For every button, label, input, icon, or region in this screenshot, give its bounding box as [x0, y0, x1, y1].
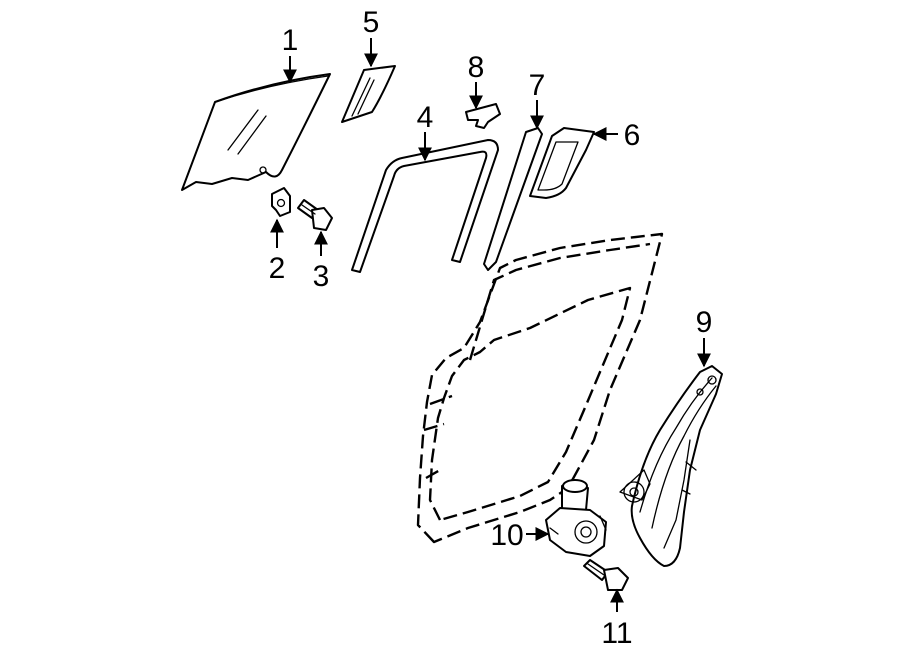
division-bar[interactable]: [483, 127, 543, 271]
leader-lines: [270, 38, 711, 612]
callout-1: 1: [282, 24, 299, 57]
door-glass[interactable]: [181, 73, 331, 191]
callout-3: 3: [313, 260, 330, 293]
callout-7: 7: [529, 69, 546, 102]
window-motor[interactable]: [545, 479, 607, 557]
quarter-glass[interactable]: [341, 65, 396, 123]
callout-9: 9: [696, 306, 713, 339]
door-outline: [416, 232, 664, 544]
callout-4: 4: [417, 101, 434, 134]
channel-clip[interactable]: [465, 103, 501, 129]
callout-11: 11: [601, 617, 632, 650]
callout-6: 6: [624, 119, 641, 152]
glass-run-channel[interactable]: [351, 139, 499, 273]
vent-frame-seal[interactable]: [529, 127, 595, 199]
callout-8: 8: [468, 51, 485, 84]
glass-clip[interactable]: [271, 187, 291, 217]
callout-10: 10: [490, 519, 523, 552]
glass-bolt[interactable]: [297, 199, 333, 231]
callout-5: 5: [363, 6, 380, 39]
callout-2: 2: [269, 252, 286, 285]
window-regulator[interactable]: [619, 365, 723, 567]
motor-bolt[interactable]: [583, 559, 629, 591]
